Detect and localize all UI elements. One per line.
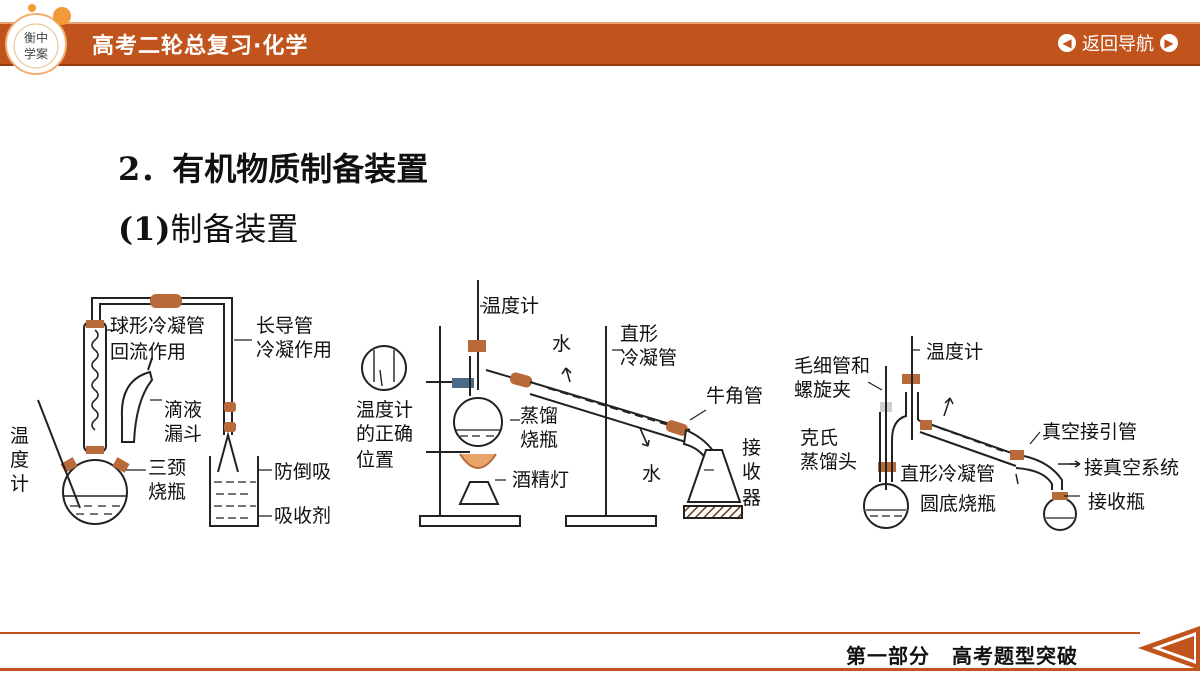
label-absorbent: 吸收剂 [274, 505, 331, 527]
label-long-tube-2: 冷凝作用 [256, 339, 332, 361]
label-dropping-funnel-2: 漏斗 [164, 423, 202, 445]
label-receiver-2: 收 [742, 461, 761, 483]
label-thermometer-d1-3: 计 [10, 473, 29, 495]
back-navigation-button[interactable]: ◀ 返回导航 ▶ [1058, 30, 1178, 56]
label-water-out: 水 [552, 333, 571, 355]
svg-text:衡中: 衡中 [24, 30, 48, 45]
back-navigation-label: 返回导航 [1082, 34, 1154, 55]
footer-divider [0, 632, 1140, 634]
label-thermo-position-3: 位置 [356, 449, 394, 471]
label-claisen-1: 克氏 [800, 427, 838, 449]
label-reflux-condenser-2: 回流作用 [110, 341, 186, 363]
label-dropping-funnel-1: 滴液 [164, 399, 202, 421]
header-bar: 高考二轮总复习·化学 ◀ 返回导航 ▶ [0, 22, 1200, 66]
label-thermo-position-2: 的正确 [356, 423, 413, 445]
label-alcohol-lamp: 酒精灯 [512, 469, 569, 491]
label-thermometer-d2: 温度计 [482, 295, 539, 317]
label-receiver-1: 接 [742, 437, 761, 459]
label-straight-condenser-d3: 直形冷凝管 [900, 463, 995, 485]
label-distill-flask-2: 烧瓶 [520, 429, 558, 451]
label-adapter: 牛角管 [706, 385, 763, 407]
section-title: 2．有机物质制备装置 [118, 150, 429, 188]
label-anti-suckback: 防倒吸 [274, 461, 331, 483]
logo: 衡中 学案 [4, 2, 74, 80]
label-three-neck-flask-1: 三颈 [148, 457, 186, 479]
label-thermometer-d1-2: 度 [10, 449, 29, 471]
label-thermometer-d1-1: 温 [10, 425, 29, 447]
apparatus-diagrams: 球形冷凝管 回流作用 长导管 冷凝作用 滴液 漏斗 温 度 计 三颈 烧瓶 防倒… [10, 280, 1179, 531]
footer-back-button[interactable] [1138, 624, 1200, 672]
double-chevron-left-icon [1138, 626, 1200, 670]
label-receiver-3: 器 [742, 487, 761, 509]
label-vacuum-adapter: 真空接引管 [1042, 421, 1137, 443]
label-three-neck-flask-2: 烧瓶 [148, 481, 186, 503]
label-distill-flask-1: 蒸馏 [520, 405, 558, 427]
label-capillary-1: 毛细管和 [794, 355, 870, 377]
label-straight-condenser-d2-1: 直形 [620, 323, 658, 345]
header-title: 高考二轮总复习·化学 [92, 34, 309, 59]
footer-topic: 高考题型突破 [952, 644, 1078, 668]
footer-caption: 第一部分高考题型突破 [846, 640, 1100, 669]
label-thermo-position-1: 温度计 [356, 399, 413, 421]
distillation-apparatus [361, 280, 743, 527]
sub-title-text: 制备装置 [170, 210, 299, 248]
vacuum-distillation-apparatus [863, 336, 1081, 531]
sub-title-number: (1) [118, 210, 171, 248]
label-claisen-2: 蒸馏头 [800, 451, 857, 473]
sub-title: (1)制备装置 [118, 204, 299, 250]
label-to-vacuum: 接真空系统 [1084, 457, 1179, 479]
footer-bottom-bar [0, 668, 1200, 671]
label-round-flask: 圆底烧瓶 [920, 493, 996, 515]
label-straight-condenser-d2-2: 冷凝管 [620, 347, 677, 369]
forward-arrow-icon: ▶ [1160, 34, 1178, 52]
label-receiving-flask: 接收瓶 [1088, 491, 1145, 513]
label-water-in: 水 [642, 463, 661, 485]
label-capillary-2: 螺旋夹 [794, 379, 851, 401]
footer-part: 第一部分 [846, 644, 930, 668]
back-arrow-icon: ◀ [1058, 34, 1076, 52]
svg-text:学案: 学案 [24, 46, 48, 61]
label-reflux-condenser-1: 球形冷凝管 [110, 315, 205, 337]
label-thermometer-d3: 温度计 [926, 341, 983, 363]
reflux-apparatus [37, 294, 272, 527]
label-long-tube-1: 长导管 [256, 315, 313, 337]
